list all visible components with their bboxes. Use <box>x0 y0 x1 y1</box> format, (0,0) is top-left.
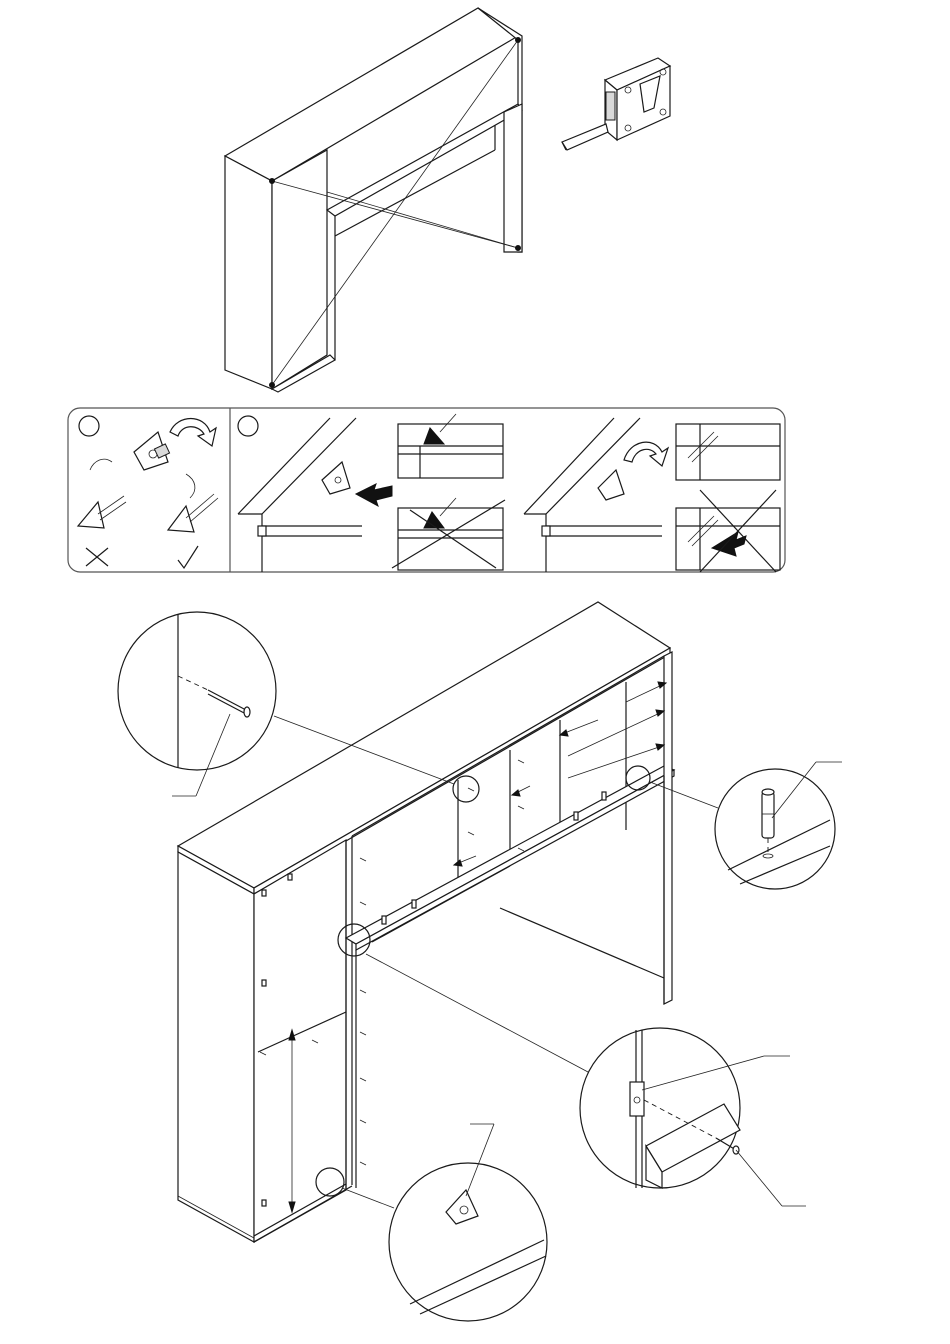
main-cabinet-assembly <box>178 602 674 1242</box>
rotate-arrow-small-1 <box>90 459 112 470</box>
nail-detail-icon <box>118 612 276 796</box>
cabinet-diagonal-measure-illustration <box>225 8 522 392</box>
cam-fitting-screw-icon <box>134 432 170 470</box>
dowel-detail-icon <box>715 762 842 889</box>
rotate-arrow-small-2 <box>186 474 195 498</box>
rotate-arrow-icon <box>170 419 216 447</box>
push-arrow-icon <box>356 484 392 506</box>
back-panel-bracket-detail-icon <box>580 1028 806 1206</box>
incorrect-cross-icon <box>86 548 108 566</box>
step-circle-2 <box>238 416 258 436</box>
angle-bracket-detail-icon <box>389 1124 547 1321</box>
correct-check-icon <box>178 546 198 568</box>
tape-measure-icon <box>562 58 670 150</box>
panel-2 <box>238 414 780 572</box>
step-circle-1 <box>79 416 99 436</box>
detail-marker-nail <box>453 776 479 802</box>
instruction-panel <box>68 408 785 572</box>
panel-1 <box>78 416 218 568</box>
